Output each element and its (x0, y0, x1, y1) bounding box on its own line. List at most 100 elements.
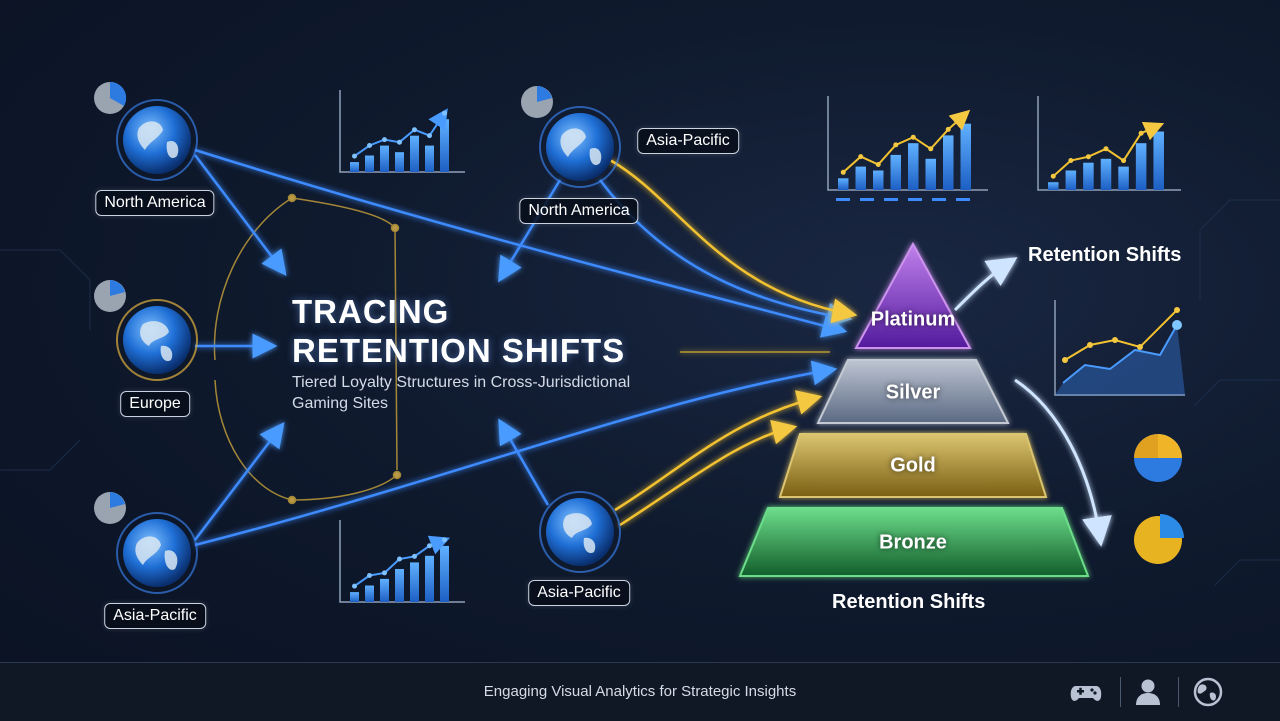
tier-label-bronze: Bronze (879, 531, 947, 554)
pie-icon (521, 86, 553, 118)
chart-axis (339, 90, 465, 173)
title-line-1: TRACING (292, 293, 450, 330)
chart-point (1137, 344, 1143, 350)
flow-ap2-gold-to-gold (619, 419, 798, 527)
gamepad-icon[interactable] (1070, 677, 1102, 707)
chart-axis (1054, 300, 1185, 396)
chart-point (1172, 320, 1182, 330)
flow-lines-gold (609, 158, 858, 527)
pie-icon (1134, 514, 1184, 564)
chart-axis (1037, 96, 1181, 191)
chart-point (1156, 123, 1162, 128)
footer-divider (1120, 677, 1121, 707)
tier-bronze-shape (738, 507, 1090, 577)
flow-ap-to-center (194, 422, 285, 541)
chart-point (858, 154, 864, 160)
page-title: TRACING RETENTION SHIFTS (292, 292, 625, 370)
globe-icon[interactable] (1192, 677, 1224, 707)
tier-label-silver: Silver (885, 381, 941, 404)
chart-bar (425, 145, 434, 172)
chart-area (1055, 325, 1185, 395)
footer-divider (1178, 677, 1179, 707)
pie-icon (94, 280, 126, 312)
chart-bar (365, 585, 374, 602)
chart-point (1085, 154, 1091, 160)
retention-shifts-label-bottom: Retention Shifts (832, 591, 986, 613)
region-label-north-america: North America (95, 190, 215, 216)
chart-bar (410, 135, 419, 172)
mini-charts (339, 90, 1185, 603)
chart-point (875, 162, 881, 167)
chart-point (928, 146, 934, 152)
pie-icon (94, 81, 127, 114)
chart-point (352, 153, 357, 159)
title-arc (213, 193, 402, 505)
chart-bar (350, 162, 359, 172)
chart-bar (1048, 182, 1059, 190)
tier-label-gold: Gold (890, 454, 936, 477)
mini-bar-chart (339, 520, 465, 603)
chart-bar (855, 166, 866, 190)
flow-ap-to-silver (194, 360, 838, 547)
chart-bar (395, 152, 404, 172)
pie-icon (94, 492, 126, 524)
globe-icon (116, 299, 198, 381)
chart-point (1103, 146, 1109, 152)
chart-point (367, 573, 372, 578)
flow-na2-gold-to-platinum (609, 158, 858, 324)
user-icon[interactable] (1132, 677, 1164, 707)
chart-point (412, 127, 417, 133)
chart-point (1068, 158, 1074, 163)
mini-bar-chart (1037, 96, 1181, 191)
chart-point (1112, 337, 1118, 343)
chart-bar (1118, 166, 1129, 190)
chart-bar (350, 592, 359, 602)
chart-point (1050, 173, 1056, 179)
region-label-north-america-2: North America (519, 198, 639, 224)
chart-point (367, 143, 372, 148)
chart-trend-line (842, 109, 971, 174)
globe-icon (539, 491, 621, 573)
chart-point (397, 556, 402, 562)
chart-bar (1100, 158, 1112, 190)
chart-trend-line (1062, 324, 1178, 384)
footer-bar: Engaging Visual Analytics for Strategic … (0, 662, 1280, 721)
chart-bar (873, 170, 884, 190)
tier-platinum-shape (854, 241, 972, 349)
flow-ap2-gold-to-silver (614, 390, 823, 512)
chart-bar (960, 123, 971, 190)
flow-ap2-to-center (498, 418, 550, 506)
chart-point (382, 137, 387, 143)
title-line-2: RETENTION SHIFTS (292, 332, 626, 369)
chart-point (427, 543, 432, 549)
chart-point (1174, 307, 1180, 313)
chart-point (963, 111, 969, 117)
circuit-background (0, 199, 1280, 586)
chart-bar (380, 145, 389, 172)
chart-bar (365, 155, 374, 172)
chart-dash (932, 198, 946, 201)
chart-dash (908, 198, 922, 201)
chart-bar (380, 578, 389, 602)
retention-arrow-up (953, 257, 1018, 312)
globe-icon (116, 99, 198, 181)
chart-bar (925, 158, 936, 190)
loyalty-pyramid (738, 241, 1090, 577)
chart-bar (395, 569, 404, 602)
chart-bar (410, 562, 419, 602)
chart-bar (1135, 143, 1147, 190)
chart-point (1062, 357, 1068, 363)
chart-point (427, 133, 432, 139)
chart-bar (440, 545, 449, 602)
region-label-asia-pacific: Asia-Pacific (104, 603, 206, 629)
chart-trend-line (1064, 309, 1178, 361)
chart-point (945, 126, 951, 132)
globe-icon (539, 106, 621, 188)
chart-point (382, 570, 387, 576)
chart-bar (838, 178, 849, 190)
region-label-europe: Europe (120, 391, 190, 417)
page-subtitle: Tiered Loyalty Structures in Cross-Juris… (292, 374, 631, 412)
chart-bar (908, 143, 919, 190)
tier-label-platinum: Platinum (870, 308, 956, 331)
